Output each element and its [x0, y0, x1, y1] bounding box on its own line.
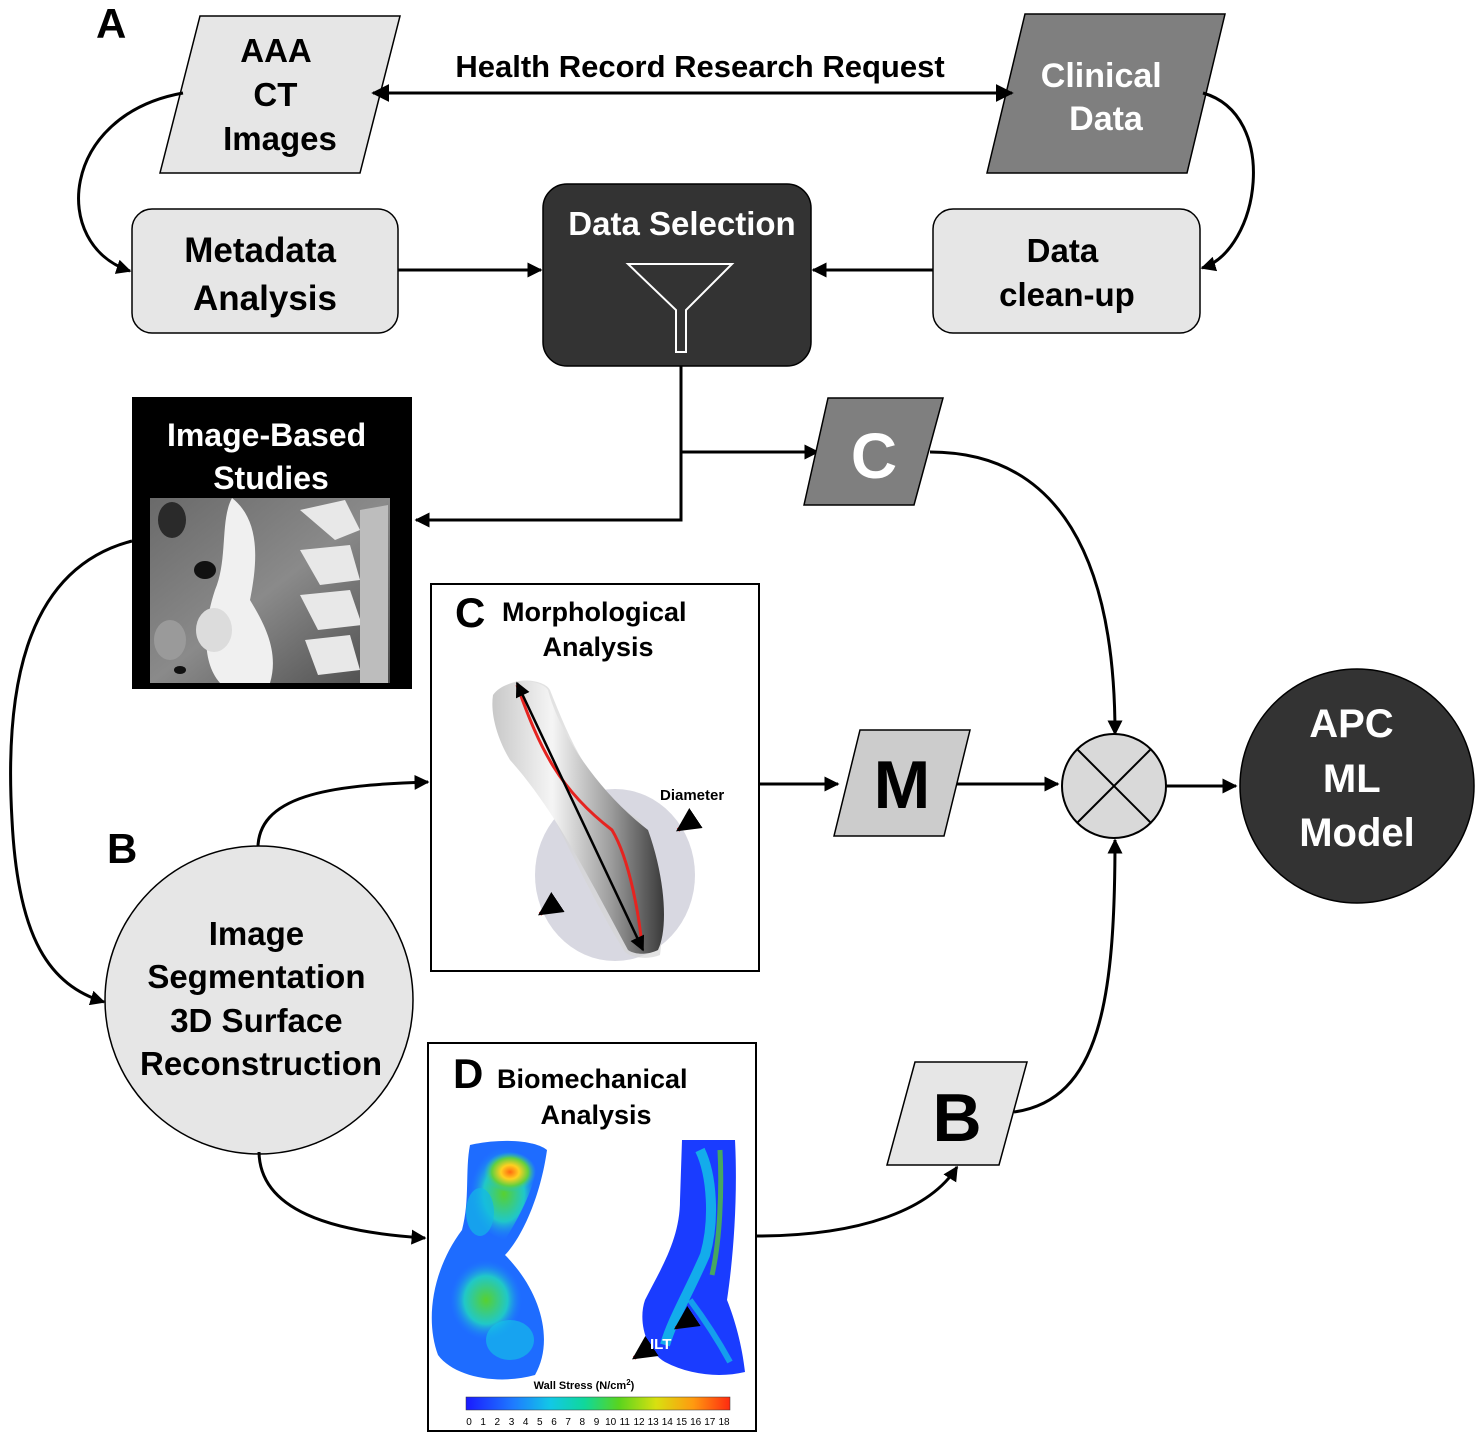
b-to-combiner-arrow: [1013, 838, 1123, 1114]
biomechanical-b-node: B: [886, 1061, 1028, 1166]
vessel-model-image: [492, 680, 703, 961]
combiner-node: [1061, 733, 1167, 839]
biomech-title-line-1: Biomechanical: [497, 1064, 688, 1094]
ct-to-metadata-arrow: [77, 91, 184, 274]
colorbar-title-end: ): [631, 1380, 635, 1392]
colorbar-tick-label: 5: [537, 1417, 543, 1428]
colorbar-tick-label: 15: [676, 1417, 688, 1428]
diameter-label: Diameter: [660, 787, 724, 804]
image-studies-line-1: Image-Based: [167, 417, 366, 453]
colorbar-tick-label: 12: [633, 1417, 645, 1428]
apc-line-3: Model: [1299, 811, 1415, 855]
colorbar-tick-label: 8: [580, 1417, 586, 1428]
metadata-line-1: Metadata: [184, 231, 336, 270]
wall-stress-model-left: [431, 1140, 547, 1380]
colorbar-tick-label: 18: [718, 1417, 730, 1428]
colorbar-tick-label: 14: [662, 1417, 674, 1428]
clinical-data-line-1: Clinical: [1041, 57, 1162, 95]
data-cleanup-node: Data clean-up: [932, 208, 1201, 334]
clinical-data-node: Clinical Data: [986, 13, 1226, 174]
segmentation-to-morph-arrow: [256, 774, 430, 853]
colorbar-tick-label: 9: [594, 1417, 600, 1428]
health-record-label: Health Record Research Request: [455, 49, 944, 84]
panel-letter-b: B: [107, 825, 137, 872]
ct-images-node: AAA CT Images: [159, 15, 401, 174]
colorbar-title: Wall Stress (N/cm2): [534, 1378, 635, 1392]
morph-title-line-1: Morphological: [502, 597, 687, 627]
ct-images-line-3: Images: [223, 120, 337, 157]
svg-text:AAA CT Images: AAA CT Images: [223, 32, 337, 157]
wall-stress-model-right: [632, 1140, 745, 1375]
apc-ml-model-node: APC ML Model: [1239, 668, 1475, 904]
svg-text:Clinical Data: Clinical Data: [1041, 57, 1171, 138]
b-node-label: B: [932, 1080, 981, 1156]
colorbar-tick-label: 17: [704, 1417, 716, 1428]
segmentation-to-biomech-arrow: [257, 1151, 427, 1245]
colorbar: [465, 1396, 731, 1411]
segmentation-line-2: Segmentation: [147, 958, 365, 995]
svg-text:Data clean-up: Data clean-up: [999, 232, 1135, 313]
apc-line-1: APC: [1309, 702, 1393, 746]
c-node-label: C: [851, 420, 897, 492]
biomech-title-line-2: Analysis: [540, 1100, 651, 1130]
clinical-c-node: C: [803, 397, 944, 506]
data-selection-label: Data Selection: [568, 205, 795, 242]
morphological-panel: C Morphological Analysis Diameter: [430, 583, 760, 972]
colorbar-tick-label: 3: [509, 1417, 515, 1428]
colorbar-tick-label: 13: [648, 1417, 660, 1428]
colorbar-tick-label: 11: [620, 1417, 631, 1428]
colorbar-tick-label: 4: [523, 1417, 529, 1428]
colorbar-title-main: Wall Stress (N/cm: [534, 1380, 627, 1392]
colorbar-tick-label: 6: [551, 1417, 557, 1428]
colorbar-tick-label: 1: [480, 1417, 486, 1428]
ct-images-line-1: AAA: [240, 32, 311, 69]
cleanup-line-1: Data: [1027, 232, 1099, 269]
colorbar-tick-label: 7: [565, 1417, 571, 1428]
segmentation-node: Image Segmentation 3D Surface Reconstruc…: [104, 845, 414, 1155]
svg-text:Morphological Analysis: Morphological Analysis: [502, 597, 694, 662]
segmentation-line-4: Reconstruction: [140, 1045, 382, 1082]
m-node-label: M: [874, 747, 931, 823]
apc-line-2: ML: [1323, 757, 1380, 801]
c-to-combiner-arrow: [929, 450, 1123, 736]
funnel-icon: [625, 263, 735, 353]
biomech-panel-letter: D: [453, 1050, 483, 1097]
svg-text:Image-Based Studies: Image-Based Studies: [167, 417, 375, 496]
clinical-to-cleanup-arrow: [1200, 91, 1255, 272]
clinical-data-line-2: Data: [1069, 100, 1144, 138]
svg-text:Metadata Analysis: Metadata Analysis: [184, 231, 345, 318]
panel-letter-a: A: [96, 0, 126, 47]
biomechanical-panel: D Biomechanical Analysis ILT Wall Stress…: [427, 1042, 757, 1432]
image-studies-line-2: Studies: [213, 460, 329, 496]
ct-scan-image: [150, 498, 390, 683]
ilt-label: ILT: [650, 1336, 671, 1353]
colorbar-tick-label: 2: [495, 1417, 501, 1428]
image-based-studies-node: Image-Based Studies: [132, 397, 412, 689]
segmentation-line-1: Image: [209, 915, 304, 952]
metadata-analysis-node: Metadata Analysis: [131, 208, 399, 334]
selection-to-image-studies-arrow: [414, 366, 683, 528]
svg-text:Biomechanical Analysis: Biomechanical Analysis: [497, 1064, 695, 1130]
morph-panel-letter: C: [455, 589, 485, 636]
colorbar-tick-label: 0: [466, 1417, 472, 1428]
colorbar-tick-label: 10: [605, 1417, 617, 1428]
morph-title-line-2: Analysis: [542, 632, 653, 662]
biomech-to-b-arrow: [755, 1165, 959, 1238]
morphological-m-node: M: [833, 729, 971, 837]
cleanup-line-2: clean-up: [999, 276, 1135, 313]
colorbar-title-sup: 2: [626, 1378, 631, 1387]
colorbar-tick-label: 16: [690, 1417, 702, 1428]
segmentation-line-3: 3D Surface: [170, 1002, 342, 1039]
metadata-line-2: Analysis: [193, 279, 337, 318]
svg-text:Image Segmentation: Image Segmentation 3D Surface Reconstruc…: [140, 915, 382, 1082]
data-selection-node: Data Selection: [542, 183, 812, 367]
ct-images-line-2: CT: [253, 76, 297, 113]
svg-text:APC ML Model: APC ML Model: [1299, 702, 1415, 855]
studies-to-segmentation-arrow: [9, 539, 133, 1006]
